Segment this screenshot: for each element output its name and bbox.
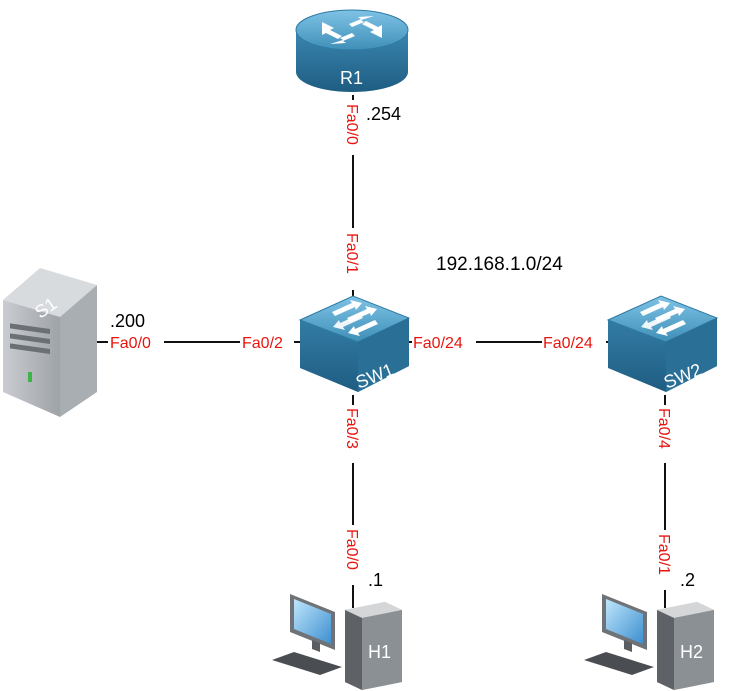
h1-ip: .1 [368,570,383,590]
workstation-icon[interactable] [272,594,402,690]
h1-port-label: Fa0/0 [343,529,360,570]
router-icon[interactable] [295,9,409,92]
sw1-port-label: Fa0/2 [242,335,283,352]
sw1-port-label: Fa0/3 [343,408,360,449]
network-label: 192.168.1.0/24 [436,254,563,275]
r1-label: R1 [340,68,363,88]
r1-ip: .254 [366,104,401,124]
workstation-icon[interactable] [584,594,714,690]
switch-icon[interactable] [606,295,719,392]
switch-icon[interactable] [298,295,411,392]
s1-ip: .200 [110,311,145,331]
r1-port-label: Fa0/0 [343,104,360,145]
sw2-port-label: Fa0/4 [655,408,672,449]
sw1-port-label: Fa0/24 [413,335,463,352]
sw1-port-label: Fa0/1 [343,233,360,274]
h2-ip: .2 [680,570,695,590]
h2-port-label: Fa0/1 [655,534,672,575]
h1-label: H1 [368,642,391,662]
server-icon[interactable] [3,268,97,417]
h2-label: H2 [680,642,703,662]
s1-port-label: Fa0/0 [110,335,151,352]
sw2-port-label: Fa0/24 [543,335,593,352]
